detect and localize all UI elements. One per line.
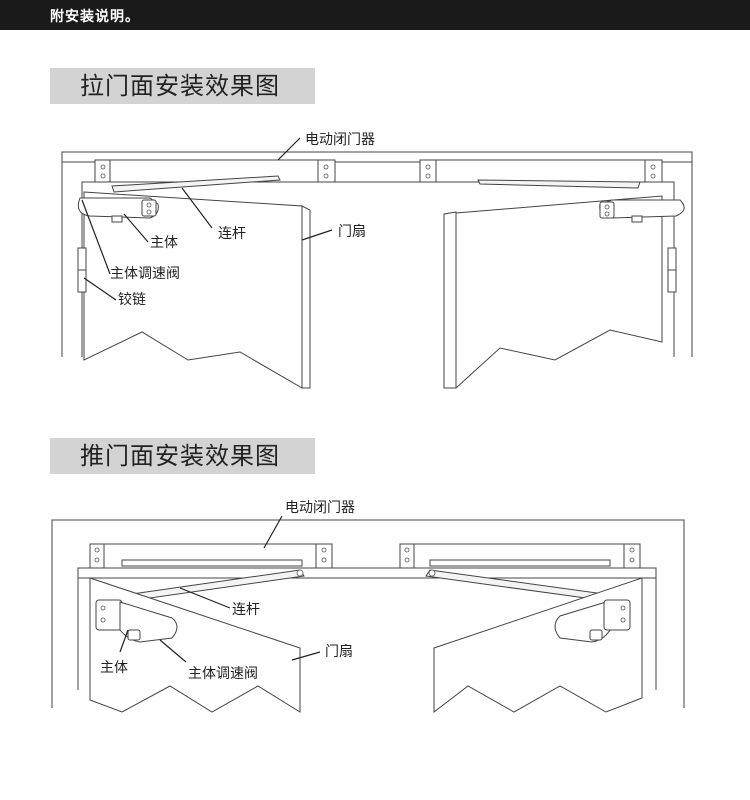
valve-label: 主体调速阀 — [188, 666, 258, 682]
closer-body-left — [77, 197, 159, 223]
pull-side-diagram: 电动闭门器 连杆 门扇 主体 主体调速阀 铰链 — [61, 132, 693, 389]
valve-label: 主体调速阀 — [110, 266, 180, 282]
hinge-left — [77, 247, 87, 293]
door-closer-left — [89, 543, 333, 569]
arm-label: 连杆 — [232, 602, 260, 618]
closer-body-right — [554, 599, 631, 643]
header-text: 附安装说明。 — [50, 9, 140, 25]
closer-body-left — [95, 599, 178, 643]
body-label: 主体 — [100, 660, 128, 676]
arm-left — [131, 569, 305, 601]
push-side-title: 推门面安装效果图 — [50, 438, 315, 474]
leader-lines — [81, 137, 333, 301]
header-bar: 附安装说明。 — [0, 0, 750, 30]
door-leaf-left — [83, 191, 311, 389]
hinge-label: 铰链 — [118, 292, 146, 308]
closer-label: 电动闭门器 — [285, 500, 355, 516]
leader-lines — [119, 515, 321, 663]
push-side-diagram: 电动闭门器 连杆 门扇 主体 主体调速阀 — [51, 500, 685, 714]
arm-label: 连杆 — [218, 226, 246, 242]
door-closer-left — [94, 159, 336, 183]
door-leaf-right — [433, 577, 643, 714]
door-frame — [51, 519, 685, 708]
door-leaf-right — [443, 195, 663, 389]
body-label: 主体 — [150, 235, 178, 251]
closer-label: 电动闭门器 — [305, 132, 375, 148]
door-leaf-left — [89, 577, 301, 713]
pull-side-title: 拉门面安装效果图 — [50, 68, 315, 104]
door-closer-right — [399, 543, 641, 569]
closer-body-right — [599, 199, 685, 223]
hinge-right — [667, 247, 677, 293]
arm-left — [111, 175, 281, 193]
door-closer-right — [419, 159, 663, 183]
leaf-label: 门扇 — [338, 224, 366, 240]
arm-right — [477, 179, 641, 189]
leaf-label: 门扇 — [325, 644, 353, 660]
arm-right — [425, 569, 605, 601]
